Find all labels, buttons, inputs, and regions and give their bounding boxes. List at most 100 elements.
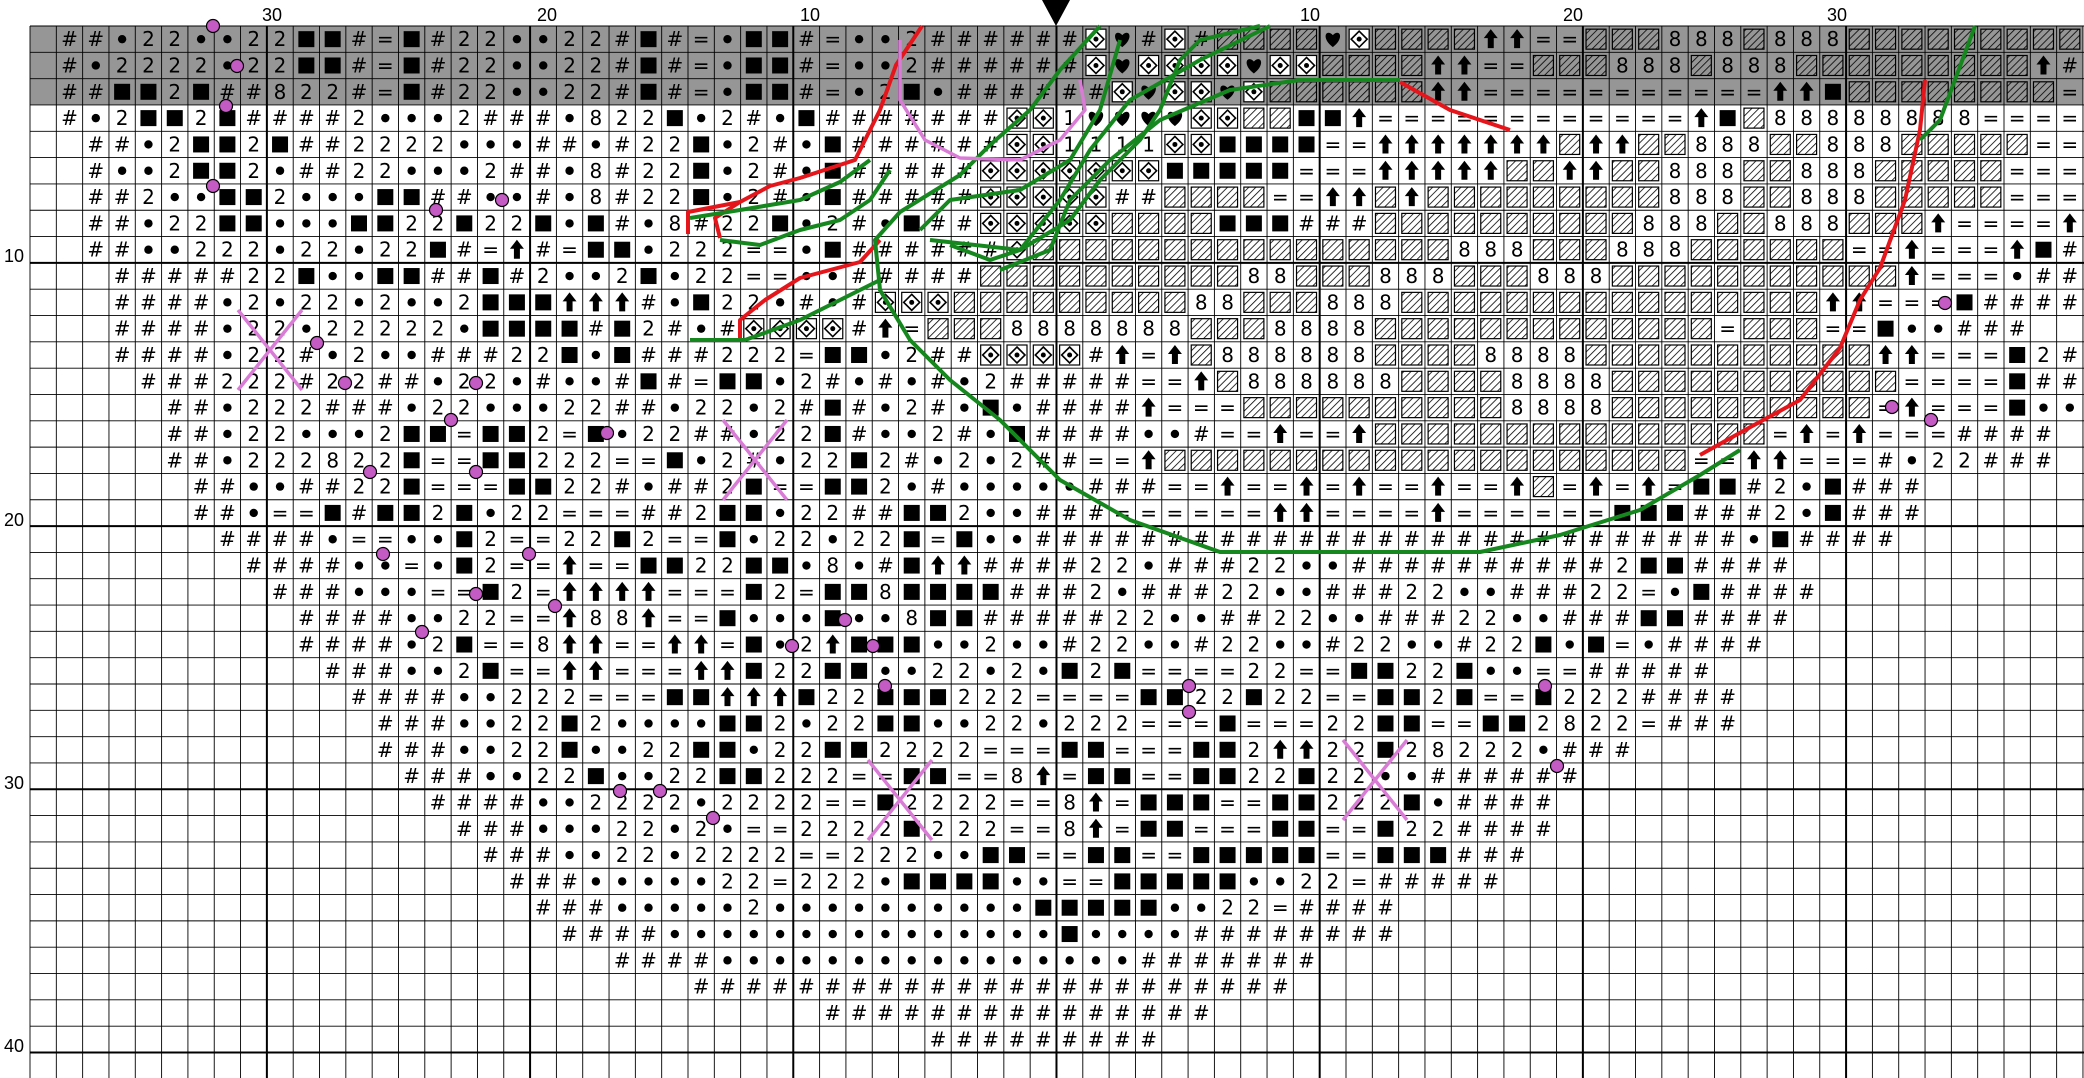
square-symbol bbox=[851, 663, 867, 679]
dot-symbol bbox=[723, 61, 731, 69]
stitch-symbol: = bbox=[1377, 475, 1394, 499]
stitch-symbol: # bbox=[1245, 606, 1262, 630]
stitch-symbol: 8 bbox=[1774, 53, 1787, 77]
stitch-symbol: 8 bbox=[1721, 27, 1734, 51]
stitch-symbol: # bbox=[640, 948, 657, 972]
hatched-square-icon bbox=[1165, 213, 1185, 233]
stitch-symbol: = bbox=[1851, 448, 1868, 472]
stitch-symbol: = bbox=[1140, 764, 1157, 788]
hatched-square-icon bbox=[1612, 266, 1632, 286]
stitch-symbol: # bbox=[1009, 1027, 1026, 1051]
stitch-symbol: # bbox=[1640, 685, 1657, 709]
hatched-square-icon bbox=[1560, 319, 1580, 339]
stitch-symbol: # bbox=[351, 501, 368, 525]
stitch-symbol: = bbox=[1061, 869, 1078, 893]
hatched-square-icon bbox=[1402, 345, 1422, 365]
dot-symbol bbox=[1197, 614, 1205, 622]
square-symbol bbox=[1193, 768, 1209, 784]
stitch-symbol: 2 bbox=[2037, 343, 2050, 367]
dot-symbol bbox=[934, 640, 942, 648]
stitch-symbol: # bbox=[1088, 527, 1105, 551]
dot-symbol bbox=[407, 640, 415, 648]
stitch-symbol: 2 bbox=[853, 843, 866, 867]
stitch-symbol: 2 bbox=[353, 159, 366, 183]
square-symbol bbox=[930, 610, 946, 626]
stitch-symbol: # bbox=[509, 817, 526, 841]
stitch-symbol: 8 bbox=[1669, 53, 1682, 77]
stitch-symbol: = bbox=[430, 475, 447, 499]
stitch-symbol: # bbox=[666, 317, 683, 341]
stitch-symbol: 2 bbox=[1405, 659, 1418, 683]
stitch-symbol: # bbox=[982, 606, 999, 630]
stitch-symbol: 2 bbox=[484, 211, 497, 235]
stitch-symbol: # bbox=[1114, 422, 1131, 446]
hatched-square-icon bbox=[1218, 240, 1238, 260]
stitch-symbol: 2 bbox=[563, 685, 576, 709]
stitch-symbol: # bbox=[1667, 711, 1684, 735]
square-symbol bbox=[140, 84, 156, 100]
stitch-symbol: 8 bbox=[1616, 53, 1629, 77]
dot-symbol bbox=[434, 167, 442, 175]
stitch-symbol: # bbox=[851, 317, 868, 341]
hatched-square-icon bbox=[1323, 82, 1343, 102]
stitch-symbol: = bbox=[1140, 843, 1157, 867]
stitch-symbol: # bbox=[851, 106, 868, 130]
stitch-symbol: # bbox=[456, 343, 473, 367]
stitch-symbol: 2 bbox=[247, 132, 260, 156]
stitch-symbol: = bbox=[1219, 422, 1236, 446]
stitch-symbol: # bbox=[1456, 527, 1473, 551]
square-symbol bbox=[1588, 637, 1604, 653]
diamond-icon-dot bbox=[1225, 116, 1230, 121]
dot-symbol bbox=[328, 272, 336, 280]
stitch-symbol: 8 bbox=[1511, 369, 1524, 393]
stitch-symbol: # bbox=[1061, 580, 1078, 604]
stitch-symbol: = bbox=[1219, 817, 1236, 841]
stitch-symbol: = bbox=[1351, 501, 1368, 525]
stitch-symbol: # bbox=[614, 132, 631, 156]
square-symbol bbox=[1193, 794, 1209, 810]
stitch-symbol: 8 bbox=[1774, 106, 1787, 130]
dot-symbol bbox=[434, 535, 442, 543]
stitch-symbol: = bbox=[1719, 80, 1736, 104]
square-symbol bbox=[1141, 900, 1157, 916]
stitch-symbol: = bbox=[1193, 475, 1210, 499]
dot-symbol bbox=[802, 561, 810, 569]
hatched-square-icon bbox=[1454, 266, 1474, 286]
arrow-up-icon bbox=[1405, 161, 1419, 180]
stitch-symbol: # bbox=[930, 396, 947, 420]
dot-symbol bbox=[355, 272, 363, 280]
arrow-up-icon bbox=[1905, 345, 1919, 364]
stitch-symbol: = bbox=[930, 527, 947, 551]
square-symbol bbox=[1272, 821, 1288, 837]
stitch-symbol: 2 bbox=[405, 132, 418, 156]
stitch-symbol: 8 bbox=[1563, 264, 1576, 288]
dot-symbol bbox=[250, 482, 258, 490]
stitch-symbol: # bbox=[798, 396, 815, 420]
arrow-up-icon bbox=[668, 635, 682, 654]
stitch-symbol: # bbox=[1825, 527, 1842, 551]
stitch-symbol: = bbox=[456, 422, 473, 446]
stitch-symbol: # bbox=[693, 475, 710, 499]
hatched-square-icon bbox=[1639, 371, 1659, 391]
dot-symbol bbox=[565, 114, 573, 122]
hatched-square-icon bbox=[1481, 424, 1501, 444]
stitch-symbol: 2 bbox=[800, 369, 813, 393]
stitch-symbol: = bbox=[1509, 685, 1526, 709]
hatched-square-icon bbox=[1691, 371, 1711, 391]
dot-symbol bbox=[1092, 930, 1100, 938]
diamond-icon-dot bbox=[936, 300, 941, 305]
stitch-symbol: 2 bbox=[1379, 633, 1392, 657]
square-symbol bbox=[456, 531, 472, 547]
stitch-symbol: # bbox=[456, 264, 473, 288]
square-symbol bbox=[456, 637, 472, 653]
square-symbol bbox=[404, 479, 420, 495]
stitch-symbol: 2 bbox=[563, 80, 576, 104]
stitch-symbol: = bbox=[1193, 659, 1210, 683]
stitch-symbol: # bbox=[798, 53, 815, 77]
stitch-symbol: # bbox=[930, 106, 947, 130]
stitch-symbol: # bbox=[298, 633, 315, 657]
stitch-symbol: 8 bbox=[1695, 185, 1708, 209]
stitch-symbol: = bbox=[1167, 369, 1184, 393]
bead-marker bbox=[1939, 297, 1952, 310]
stitch-symbol: # bbox=[1614, 606, 1631, 630]
